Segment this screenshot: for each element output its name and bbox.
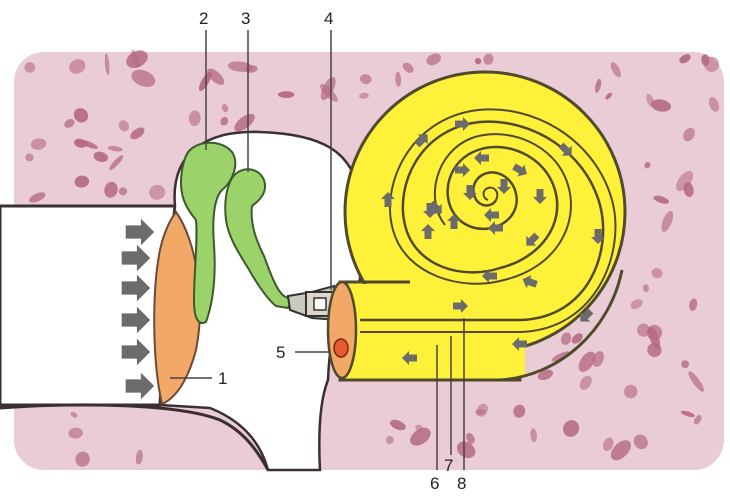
label-8: 8 xyxy=(457,474,466,493)
label-3: 3 xyxy=(241,9,250,28)
label-1: 1 xyxy=(218,369,227,388)
label-5: 5 xyxy=(276,343,285,362)
label-4: 4 xyxy=(324,9,333,28)
label-2: 2 xyxy=(199,9,208,28)
label-7: 7 xyxy=(444,456,453,475)
round-window xyxy=(334,339,348,357)
label-6: 6 xyxy=(430,474,439,493)
oval-window xyxy=(328,282,356,378)
